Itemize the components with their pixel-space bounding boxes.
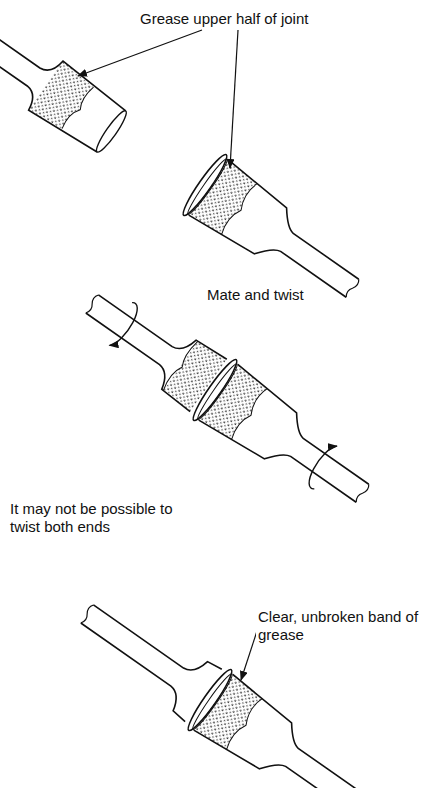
annotation-label: Clear, unbroken band of grease — [256, 608, 425, 644]
annotation-label: It may not be possible to twist both end… — [8, 500, 187, 536]
annotation-label: Mate and twist — [205, 286, 306, 304]
annotation-label: Grease upper half of joint — [138, 10, 310, 28]
